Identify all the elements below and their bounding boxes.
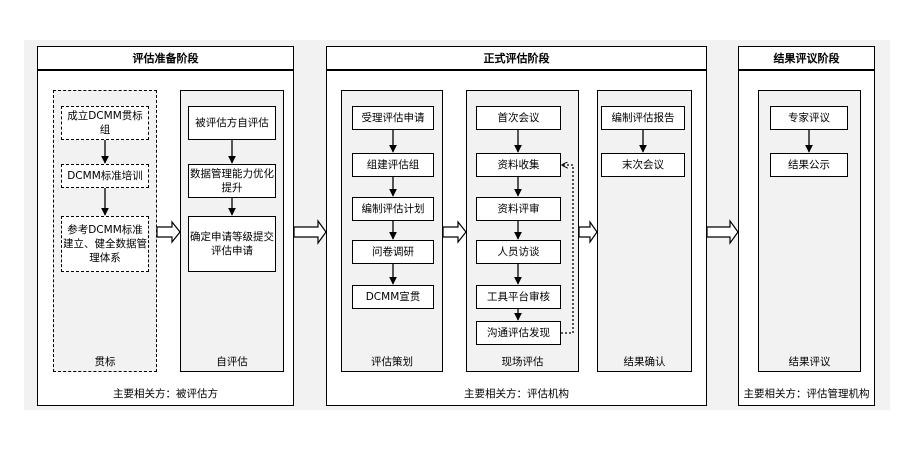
- group-label-ziping: 自评估: [216, 356, 248, 368]
- group-label-queren: 结果确认: [623, 356, 666, 368]
- flow-arrow-guanbiao-ziping: [156, 220, 181, 244]
- step-survey: 问卷调研: [352, 240, 434, 264]
- group-queren: [597, 90, 692, 372]
- flow-arrow-phase1-phase2: [293, 219, 327, 245]
- group-label-xianchang: 现场评估: [501, 356, 544, 368]
- flow-arrow-xianchang-queren: [578, 220, 598, 244]
- phase-title-formal: 正式评估阶段: [326, 46, 707, 70]
- step-self-assessment: 被评估方自评估: [188, 106, 276, 140]
- step-optimize: 数据管理能力优化提升: [188, 164, 276, 198]
- step-form-team: 组建评估组: [352, 153, 434, 177]
- step-write-report: 编制评估报告: [601, 106, 685, 130]
- phase-footer-review: 主要相关方：评估管理机构: [743, 388, 870, 400]
- step-tool-audit: 工具平台审核: [476, 285, 561, 309]
- step-establish-group: 成立DCMM贯标组: [61, 106, 149, 140]
- group-label-cehua: 评估策划: [371, 356, 413, 368]
- group-cehua: [341, 90, 443, 372]
- phase-footer-preparation: 主要相关方：被评估方: [113, 388, 218, 400]
- step-plan: 编制评估计划: [352, 197, 434, 221]
- phase-footer-formal: 主要相关方：评估机构: [464, 388, 569, 400]
- phase-title-review: 结果评议阶段: [738, 46, 875, 70]
- step-interview: 人员访谈: [476, 240, 561, 264]
- step-collect-data: 资料收集: [476, 153, 561, 177]
- feedback-loop-arrow: [561, 165, 574, 334]
- step-final-meeting: 末次会议: [601, 153, 685, 177]
- flow-arrow-phase2-phase3: [706, 219, 739, 245]
- step-accept-application: 受理评估申请: [352, 106, 434, 130]
- group-label-pingyi: 结果评议: [788, 356, 831, 368]
- step-communicate-findings: 沟通评估发现: [476, 321, 561, 345]
- step-build-system: 参考DCMM标准建立、健全数据管理体系: [61, 216, 149, 272]
- step-apply: 确定申请等级提交评估申请: [188, 216, 276, 272]
- step-first-meeting: 首次会议: [476, 106, 561, 130]
- flow-arrow-cehua-xianchang: [442, 220, 467, 244]
- step-dcmm-promotion: DCMM宣贯: [352, 285, 434, 309]
- step-dcmm-training: DCMM标准培训: [61, 164, 149, 188]
- group-label-guanbiao: 贯标: [94, 356, 116, 368]
- step-publish-result: 结果公示: [770, 153, 848, 177]
- phase-title-preparation: 评估准备阶段: [37, 46, 294, 70]
- step-review-data: 资料评审: [476, 197, 561, 221]
- step-expert-review: 专家评议: [770, 106, 848, 130]
